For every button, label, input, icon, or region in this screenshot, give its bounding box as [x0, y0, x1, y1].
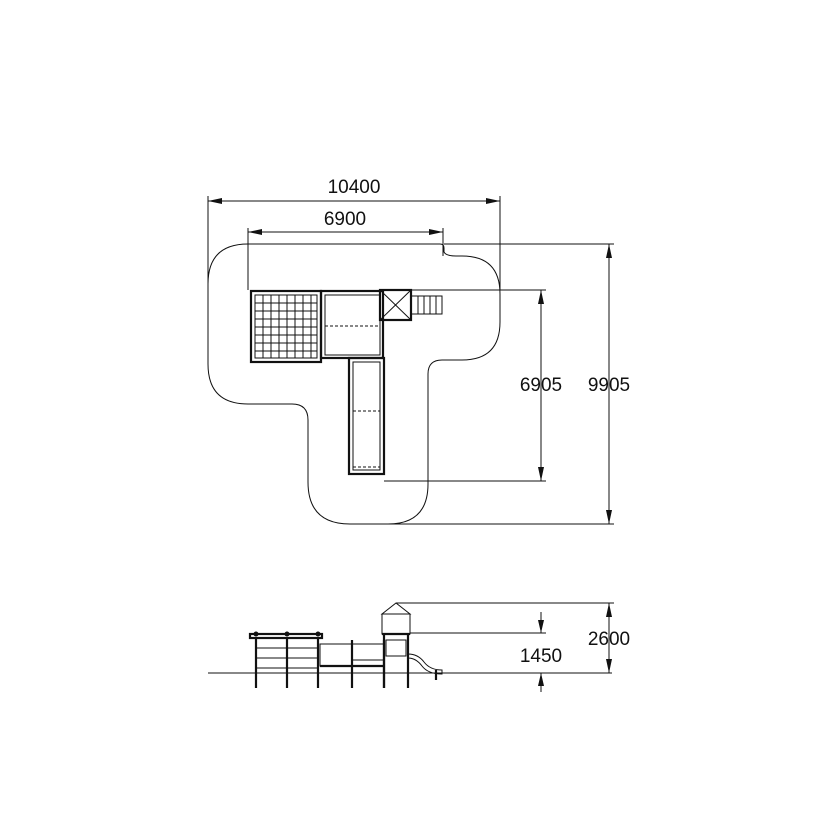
- dimension-overall-height: 2600: [396, 602, 630, 673]
- tower-elevation: [380, 602, 412, 688]
- overall-width-label: 10400: [328, 177, 381, 198]
- bridge-elevation: [319, 640, 386, 688]
- plan-view: 10400 6900 6905 9905: [207, 177, 630, 525]
- structure-width-label: 6900: [324, 209, 366, 230]
- dimension-overall-width: 10400: [207, 177, 501, 290]
- slide-elevation: [407, 653, 443, 675]
- overall-depth-label: 9905: [588, 375, 630, 396]
- safety-zone-outline: [207, 243, 501, 525]
- structure-depth-label: 6905: [520, 375, 562, 396]
- climbing-net-frame: [249, 289, 323, 364]
- dimension-platform-height: 1450: [410, 612, 562, 692]
- elevation-view: 1450 2600: [208, 602, 630, 692]
- platform-height-label: 1450: [520, 646, 562, 667]
- dimension-structure-depth: 6905: [384, 289, 562, 482]
- tower-roof: [378, 288, 413, 322]
- walkway-tunnel: [347, 356, 386, 476]
- dimension-overall-depth: 9905: [388, 243, 630, 525]
- overall-height-label: 2600: [588, 629, 630, 650]
- upper-bridge: [319, 289, 385, 360]
- dimension-structure-width: 6900: [247, 209, 444, 290]
- climbing-frame-elevation: [248, 631, 324, 688]
- slide: [410, 295, 443, 315]
